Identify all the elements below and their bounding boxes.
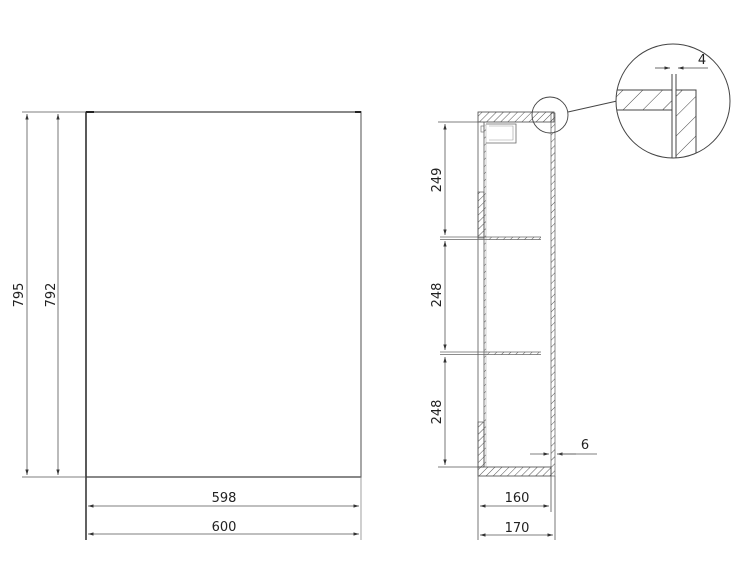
dim-label-compartment-bottom: 248 bbox=[430, 400, 445, 425]
dim-label-height-inner: 792 bbox=[44, 283, 59, 308]
detail-marker-circle bbox=[531, 96, 569, 134]
dim-label-height-outer: 795 bbox=[12, 283, 27, 308]
side-section-view: 249 248 248 6 160 170 bbox=[430, 96, 618, 540]
dim-label-width-inner: 598 bbox=[212, 491, 237, 506]
shelf-lower bbox=[486, 352, 541, 355]
back-panel bbox=[550, 112, 556, 477]
top-panel bbox=[477, 111, 555, 123]
dim-label-back-panel-thickness: 6 bbox=[581, 438, 589, 453]
door-block-upper bbox=[477, 191, 485, 239]
dim-label-width-outer: 600 bbox=[212, 520, 237, 535]
door-edge-strip bbox=[483, 124, 487, 468]
dim-label-compartment-top: 249 bbox=[430, 168, 445, 193]
shelf-upper bbox=[486, 237, 541, 240]
dim-label-detail-gap: 4 bbox=[698, 53, 706, 68]
dim-label-depth-inner: 160 bbox=[505, 491, 530, 506]
door-block-lower bbox=[477, 421, 485, 468]
detail-view: 4 bbox=[615, 43, 731, 159]
dim-label-compartment-middle: 248 bbox=[430, 283, 445, 308]
bottom-panel bbox=[477, 466, 552, 477]
cabinet-front-outline bbox=[85, 111, 362, 478]
detail-leader-line bbox=[567, 100, 618, 113]
dim-label-depth-outer: 170 bbox=[505, 521, 530, 536]
front-view: 795 792 598 600 bbox=[12, 111, 362, 540]
